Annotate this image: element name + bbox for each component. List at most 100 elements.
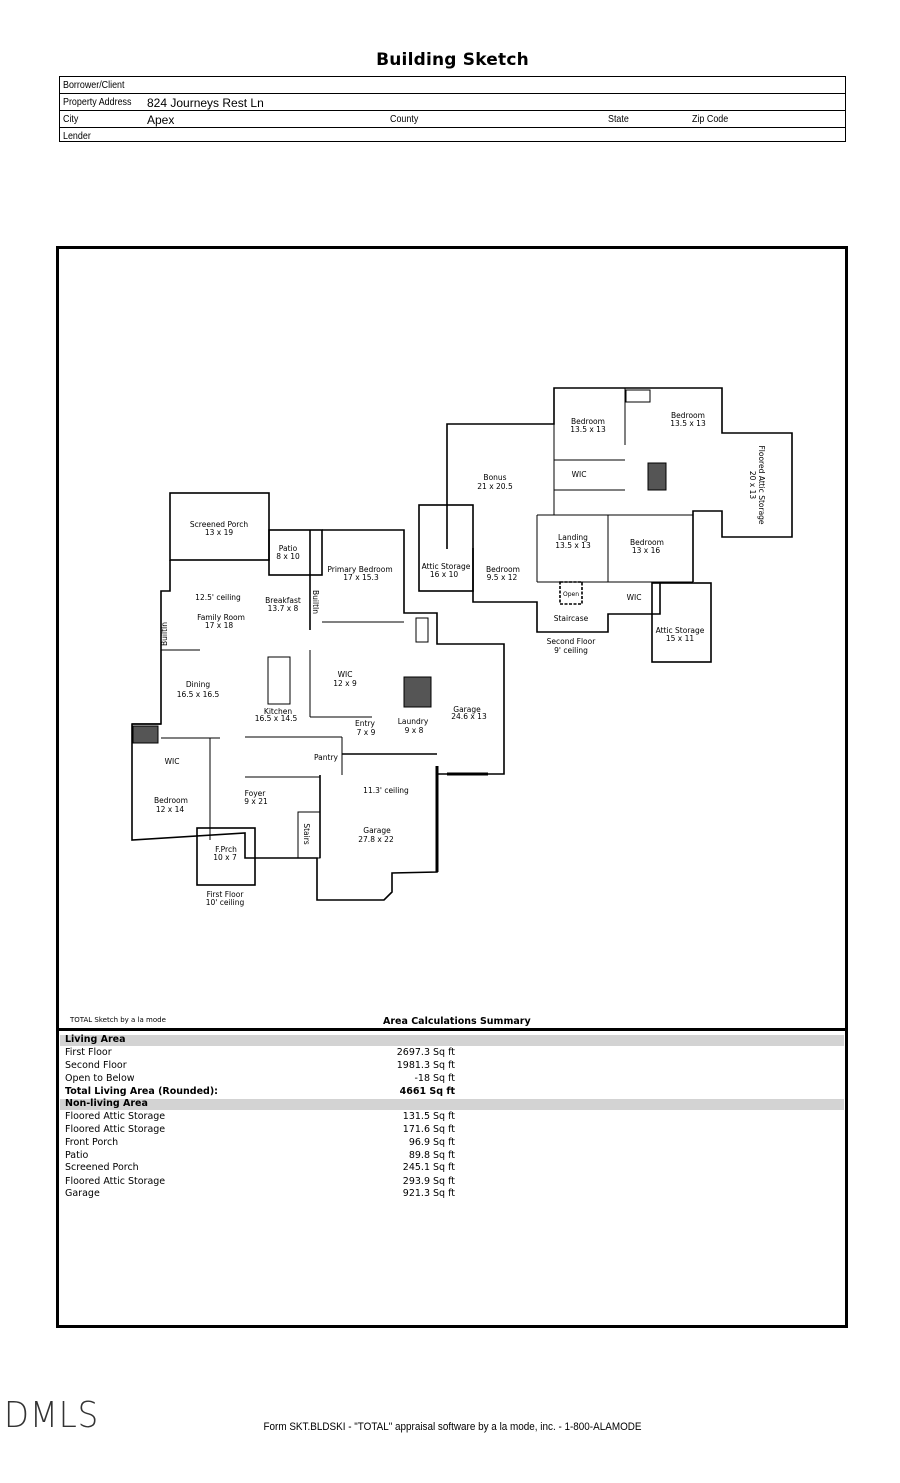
first-floor-labels: Screened Porch 13 x 19 Patio 8 x 10 Prim… — [154, 520, 487, 907]
foyer-label: Foyer — [245, 789, 267, 798]
address-value: 824 Journeys Rest Ln — [147, 96, 264, 110]
breakfast-label: Breakfast — [265, 596, 301, 605]
bedroom-label: Bedroom — [154, 796, 188, 805]
primary-bedroom-size: 17 x 15.3 — [343, 573, 379, 582]
second-floor-label: Second Floor — [547, 637, 597, 646]
summary-row: Second Floor 1981.3 Sq ft — [65, 1060, 455, 1073]
pantry-label: Pantry — [314, 753, 339, 762]
floored-attic-label: Floored Attic Storage — [757, 445, 766, 524]
screened-porch-label: Screened Porch — [190, 520, 248, 529]
breakfast-size: 13.7 x 8 — [268, 604, 299, 613]
garage-size: 27.8 x 22 — [358, 835, 394, 844]
wic-label: WIC — [627, 593, 642, 602]
floored-attic-size: 20 x 13 — [748, 471, 757, 500]
garage-ceiling: 11.3' ceiling — [363, 786, 409, 795]
borrower-row: Borrower/Client — [60, 77, 845, 94]
state-label: State — [608, 113, 629, 125]
second-floor-labels: Bedroom 13.5 x 13 Bedroom 13.5 x 13 Bonu… — [422, 411, 766, 655]
kitchen-size: 16.5 x 14.5 — [255, 714, 298, 723]
zip-label: Zip Code — [692, 113, 729, 125]
summary-row: Screened Porch 245.1 Sq ft — [65, 1162, 455, 1175]
row-label: First Floor — [65, 1047, 112, 1058]
row-value: -18 Sq ft — [414, 1073, 455, 1084]
builtin-label: BuiltIn — [160, 622, 169, 646]
kitchen-label: Kitchen — [264, 707, 292, 716]
page-title: Building Sketch — [376, 50, 529, 70]
garage-size: 24.6 x 13 — [451, 712, 487, 721]
landing-label: Landing — [558, 533, 588, 542]
row-value: 96.9 Sq ft — [408, 1137, 455, 1148]
nonliving-area-header: Non-living Area — [65, 1098, 455, 1111]
lender-row: Lender — [60, 128, 845, 144]
landing-size: 13.5 x 13 — [555, 541, 591, 550]
second-floor-ceiling: 9' ceiling — [554, 646, 588, 655]
borrower-label: Borrower/Client — [63, 79, 125, 91]
form-footer: Form SKT.BLDSKI - "TOTAL" appraisal soft… — [263, 1421, 642, 1433]
bonus-size: 21 x 20.5 — [477, 482, 513, 491]
address-row: Property Address 824 Journeys Rest Ln — [60, 94, 845, 111]
family-room-size: 17 x 18 — [205, 621, 234, 630]
row-label: Floored Attic Storage — [65, 1111, 166, 1122]
row-label: Garage — [65, 1188, 100, 1199]
first-floor-label: First Floor — [207, 890, 245, 899]
family-room-label: Family Room — [197, 613, 245, 622]
row-value: 171.6 Sq ft — [402, 1124, 455, 1135]
bonus-label: Bonus — [483, 473, 506, 482]
screened-porch-size: 13 x 19 — [205, 528, 234, 537]
row-label: Open to Below — [65, 1073, 135, 1084]
wic-label: WIC — [165, 757, 180, 766]
lender-label: Lender — [63, 130, 91, 142]
row-label: Total Living Area (Rounded): — [65, 1086, 218, 1097]
patio-size: 8 x 10 — [276, 552, 300, 561]
dining-size: 16.5 x 16.5 — [177, 690, 220, 699]
bedroom-label: Bedroom — [486, 565, 520, 574]
row-value: 245.1 Sq ft — [402, 1162, 455, 1173]
front-porch-size: 10 x 7 — [213, 853, 237, 862]
row-label: Floored Attic Storage — [65, 1124, 166, 1135]
garage-label: Garage — [363, 826, 391, 835]
total-living-row: Total Living Area (Rounded): 4661 Sq ft — [65, 1086, 455, 1099]
wic-label: WIC — [338, 670, 353, 679]
row-value: 131.5 Sq ft — [402, 1111, 455, 1122]
living-area-band — [60, 1035, 844, 1046]
entry-label: Entry — [355, 719, 376, 728]
garage-label: Garage — [453, 705, 481, 714]
builtin-label: BuiltIn — [311, 590, 320, 614]
front-porch-label: F.Prch — [215, 845, 237, 854]
bedroom-size: 13.5 x 13 — [670, 419, 706, 428]
patio-label: Patio — [279, 544, 298, 553]
row-label: Second Floor — [65, 1060, 127, 1071]
attic-storage-label: Attic Storage — [422, 562, 471, 571]
property-info-form: Borrower/Client Property Address 824 Jou… — [59, 76, 846, 142]
open-to-below-label: Open — [563, 591, 579, 598]
row-value: 1981.3 Sq ft — [396, 1060, 455, 1071]
attic-storage-size: 16 x 10 — [430, 570, 459, 579]
attic-storage-label: Attic Storage — [656, 626, 705, 635]
nonliving-area-band — [60, 1099, 844, 1110]
bedroom-label: Bedroom — [630, 538, 664, 547]
bedroom-size: 9.5 x 12 — [487, 573, 518, 582]
row-value: 4661 Sq ft — [399, 1086, 455, 1097]
bedroom-label: Bedroom — [571, 417, 605, 426]
entry-size: 7 x 9 — [357, 728, 376, 737]
row-label: Patio — [65, 1150, 89, 1161]
address-label: Property Address — [63, 96, 132, 108]
laundry-label: Laundry — [398, 717, 429, 726]
summary-title: Area Calculations Summary — [383, 1016, 531, 1027]
staircase-label: Staircase — [554, 614, 589, 623]
summary-row: Open to Below -18 Sq ft — [65, 1073, 455, 1086]
foyer-size: 9 x 21 — [244, 797, 268, 806]
city-row: City Apex County State Zip Code — [60, 111, 845, 128]
attic-storage-size: 15 x 11 — [666, 634, 695, 643]
wic-label: WIC — [572, 470, 587, 479]
row-value: 293.9 Sq ft — [402, 1176, 455, 1187]
summary-row: Floored Attic Storage 171.6 Sq ft — [65, 1124, 455, 1137]
wic-size: 12 x 9 — [333, 679, 357, 688]
sketch-credit: TOTAL Sketch by a la mode — [70, 1016, 166, 1024]
row-label: Screened Porch — [65, 1162, 139, 1173]
